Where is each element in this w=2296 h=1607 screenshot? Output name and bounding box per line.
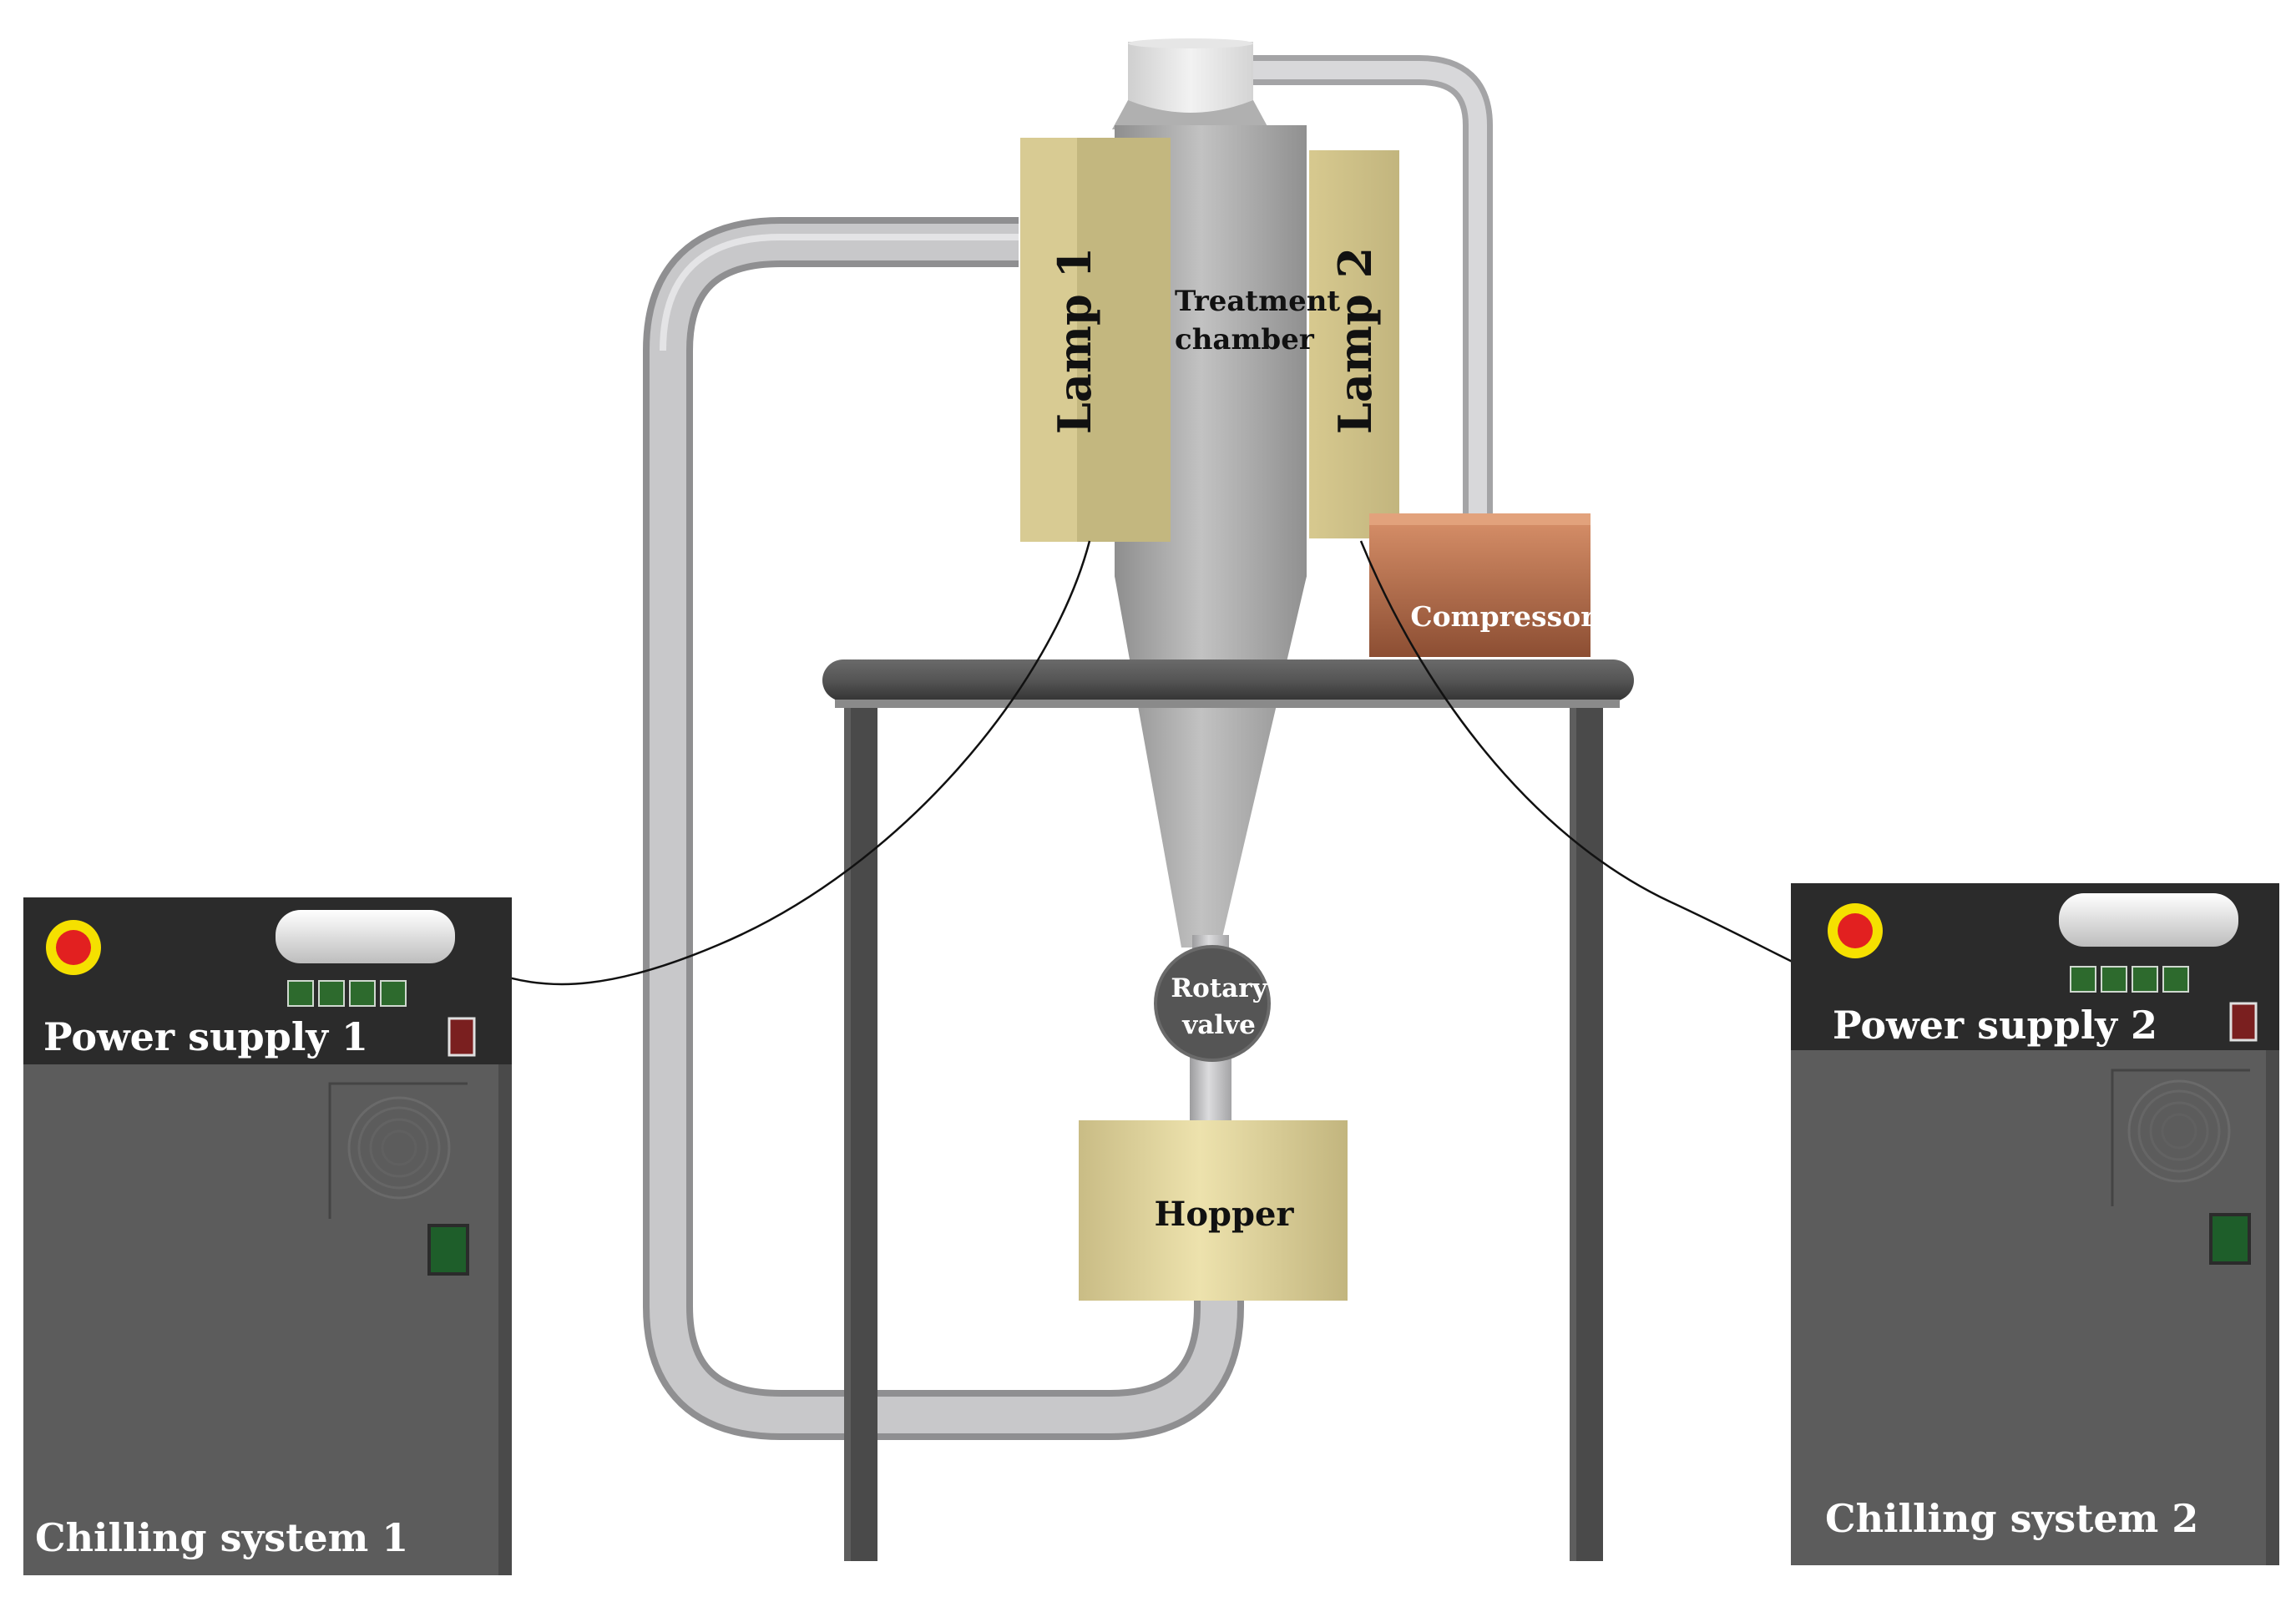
compressor-label: Compressor bbox=[1410, 600, 1596, 633]
treatment-chamber-label-line2: chamber bbox=[1175, 323, 1315, 356]
air-pipe bbox=[1252, 55, 1493, 518]
display-screen bbox=[276, 910, 455, 963]
power-supply-1-label: Power supply 1 bbox=[43, 1014, 368, 1059]
status-indicator bbox=[427, 1224, 469, 1276]
compressor: Compressor bbox=[1369, 513, 1596, 657]
display-screen bbox=[2059, 893, 2238, 947]
lamp-2: Lamp 2 bbox=[1309, 150, 1399, 538]
status-indicator bbox=[2209, 1213, 2251, 1265]
chilling-system-1-label: Chilling system 1 bbox=[35, 1515, 408, 1560]
support-table bbox=[822, 659, 1634, 708]
lamp-1: Lamp 1 bbox=[1020, 138, 1171, 542]
rotary-valve-label-line1: Rotary bbox=[1171, 973, 1267, 1003]
power-chilling-unit-2: Power supply 2 Chilling system 2 bbox=[1791, 883, 2279, 1565]
lamp-2-label: Lamp 2 bbox=[1328, 247, 1382, 434]
power-switch[interactable] bbox=[2229, 1002, 2258, 1042]
hopper-label: Hopper bbox=[1155, 1195, 1295, 1234]
indicator-lights bbox=[287, 980, 407, 1007]
chilling-system-2-label: Chilling system 2 bbox=[1825, 1496, 2198, 1541]
return-pipe bbox=[643, 217, 1244, 1440]
treatment-chamber-label-line1: Treatment bbox=[1175, 285, 1340, 318]
rotary-valve-label-line2: valve bbox=[1181, 1010, 1256, 1040]
fan-icon bbox=[328, 1082, 468, 1219]
lamp-1-label: Lamp 1 bbox=[1048, 247, 1101, 434]
power-switch[interactable] bbox=[448, 1017, 476, 1057]
power-supply-2-label: Power supply 2 bbox=[1833, 1003, 2157, 1048]
hopper: Hopper bbox=[1079, 1120, 1348, 1301]
rotary-valve: Rotary valve bbox=[1154, 945, 1271, 1062]
cable-lamp1-power1 bbox=[492, 540, 1091, 986]
cable-lamp2-power2 bbox=[1359, 540, 1821, 977]
indicator-lights bbox=[2070, 966, 2189, 993]
fan-icon bbox=[2111, 1069, 2250, 1206]
power-chilling-unit-1: Power supply 1 Chilling system 1 bbox=[23, 897, 512, 1575]
